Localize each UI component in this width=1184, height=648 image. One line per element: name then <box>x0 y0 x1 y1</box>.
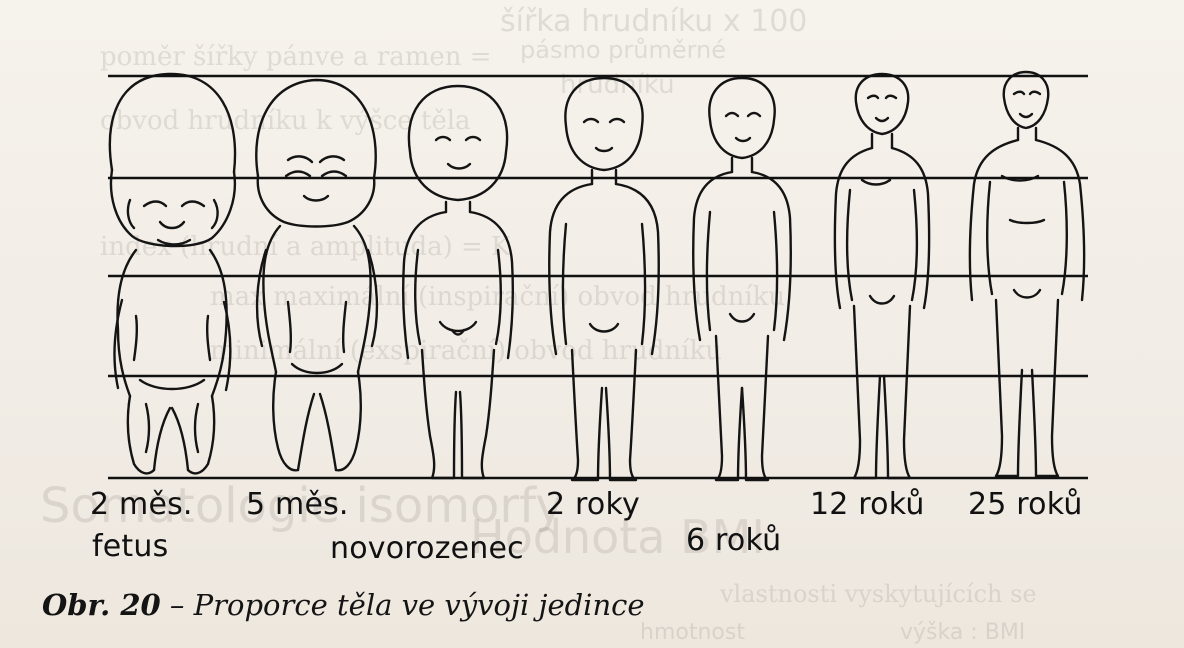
label-child-age: 6 roků <box>686 526 781 556</box>
figure-toddler <box>403 86 513 478</box>
label-fetus-stage: fetus <box>92 532 168 562</box>
label-teen-age: 12 roků <box>810 490 925 520</box>
caption-text: Proporce těla ve vývoji jedince <box>194 588 645 622</box>
label-adult-age: 25 roků <box>968 490 1083 520</box>
label-infant-stage: novorozenec <box>330 534 524 564</box>
caption-separator: – <box>161 588 194 622</box>
bleed-through-bottom-mid: hmotnost <box>640 620 745 645</box>
figure-fetus <box>110 74 235 473</box>
figure-caption: Obr. 20 – Proporce těla ve vývoji jedinc… <box>42 588 645 622</box>
bleed-through-bottom: vlastnosti vyskytujících se <box>720 580 1037 608</box>
figure-older-child <box>693 78 791 480</box>
label-infant-age: 5 měs. <box>246 490 349 520</box>
figure-number: Obr. 20 <box>42 588 161 622</box>
figure-adult <box>970 72 1084 476</box>
figure-child <box>549 78 659 480</box>
bleed-through-bottom-left: výška : BMI <box>900 620 1025 645</box>
label-fetus-age: 2 měs. <box>90 490 193 520</box>
label-toddler-age: 2 roky <box>546 490 640 520</box>
